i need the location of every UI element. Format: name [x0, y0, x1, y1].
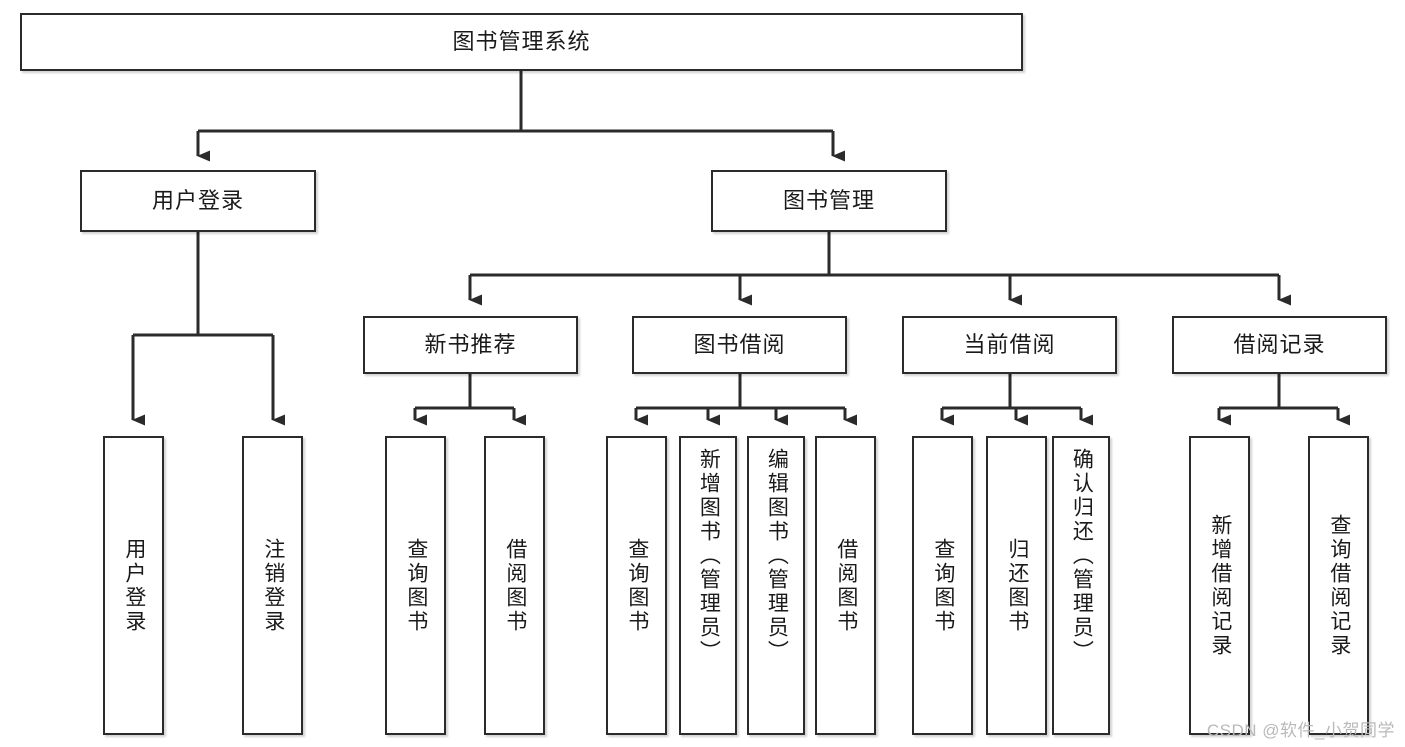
- node-new-book-recommend[interactable]: 新书推荐: [363, 316, 578, 374]
- node-label: 图书借阅: [693, 331, 786, 357]
- node-label: 借阅图书: [503, 537, 527, 634]
- leaf-query-borrow-record[interactable]: 查询借阅记录: [1308, 436, 1369, 735]
- node-label: 图书管理系统: [452, 28, 591, 54]
- node-user-login[interactable]: 用户登录: [80, 170, 316, 232]
- node-label: 查询图书: [931, 537, 955, 634]
- leaf-query-book-2[interactable]: 查询图书: [606, 436, 667, 735]
- node-label: 用户登录: [151, 187, 244, 213]
- leaf-borrow-book-1[interactable]: 借阅图书: [484, 436, 545, 735]
- leaf-borrow-book-2[interactable]: 借阅图书: [815, 436, 876, 735]
- leaf-user-login[interactable]: 用户登录: [103, 436, 164, 735]
- node-label: 查询图书: [625, 537, 649, 634]
- node-label: 查询图书: [404, 537, 428, 634]
- leaf-query-book-1[interactable]: 查询图书: [385, 436, 446, 735]
- node-current-borrow[interactable]: 当前借阅: [902, 316, 1117, 374]
- leaf-add-borrow-record[interactable]: 新增借阅记录: [1189, 436, 1250, 735]
- leaf-logout[interactable]: 注销登录: [242, 436, 303, 735]
- node-label: 新书推荐: [424, 331, 517, 357]
- node-label: 当前借阅: [963, 331, 1056, 357]
- node-label: 确认归还（管理员）: [1070, 448, 1094, 664]
- leaf-edit-book-admin[interactable]: 编辑图书（管理员）: [747, 436, 805, 735]
- leaf-query-book-3[interactable]: 查询图书: [912, 436, 973, 735]
- node-label: 借阅记录: [1233, 331, 1326, 357]
- node-label: 归还图书: [1005, 537, 1029, 634]
- node-label: 图书管理: [782, 187, 875, 213]
- leaf-confirm-return-admin[interactable]: 确认归还（管理员）: [1052, 436, 1110, 735]
- node-root[interactable]: 图书管理系统: [20, 13, 1023, 71]
- watermark: CSDN @软件_小贺同学: [1206, 721, 1395, 740]
- node-label: 借阅图书: [834, 537, 858, 634]
- node-book-management[interactable]: 图书管理: [711, 170, 947, 232]
- node-book-borrow[interactable]: 图书借阅: [632, 316, 847, 374]
- node-borrow-record[interactable]: 借阅记录: [1172, 316, 1387, 374]
- node-label: 编辑图书（管理员）: [765, 448, 789, 664]
- leaf-add-book-admin[interactable]: 新增图书（管理员）: [679, 436, 737, 735]
- leaf-return-book[interactable]: 归还图书: [986, 436, 1047, 735]
- node-label: 注销登录: [261, 537, 285, 634]
- node-label: 新增图书（管理员）: [697, 448, 721, 664]
- node-label: 新增借阅记录: [1208, 513, 1232, 658]
- node-label: 用户登录: [122, 537, 146, 634]
- node-label: 查询借阅记录: [1327, 513, 1351, 658]
